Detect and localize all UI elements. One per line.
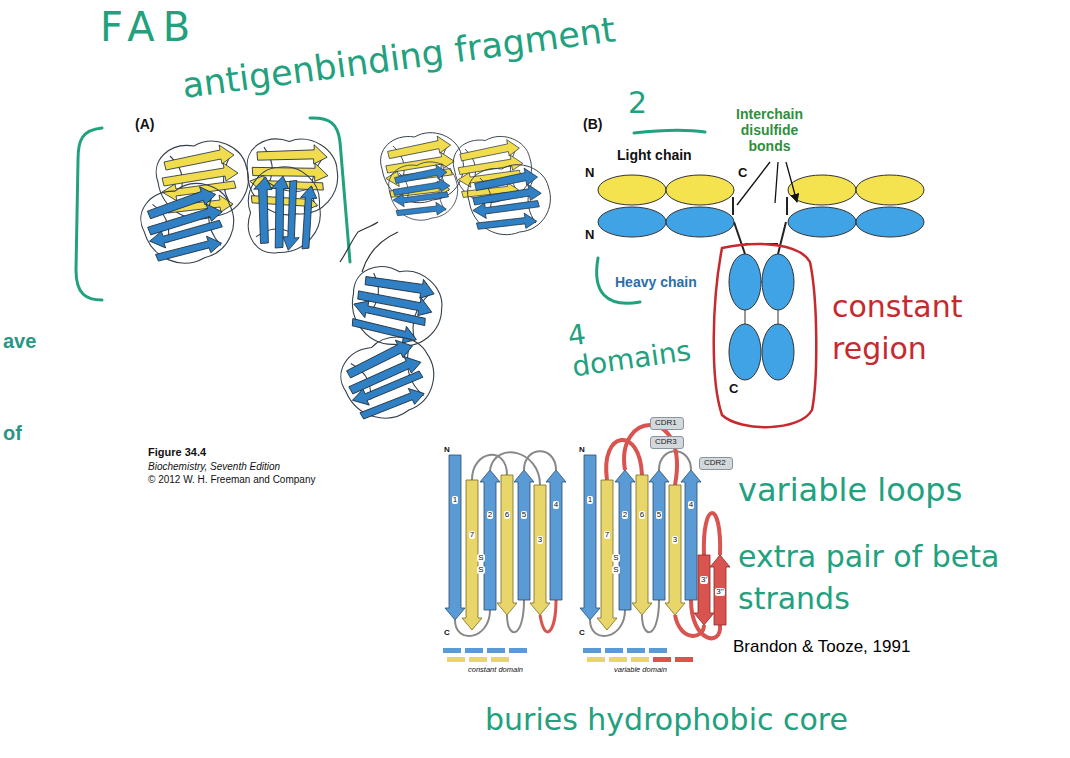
domain-caption: variable domain xyxy=(614,666,667,675)
panel-label: (A) xyxy=(135,116,154,132)
strand-terminus: C xyxy=(579,628,585,637)
handwritten-note: 4 domains xyxy=(566,304,703,383)
cdr-name: CDR3 xyxy=(651,437,683,448)
slide-fragment: ave xyxy=(3,330,36,353)
chain-terminus: C xyxy=(738,166,747,181)
disulfide-mark: S xyxy=(612,554,619,563)
cdr-name: CDR1 xyxy=(651,418,683,429)
chain-terminus: C xyxy=(729,382,738,397)
handwritten-note: antigenbinding fragment xyxy=(180,9,618,106)
disulfide-label: Interchain disulfide bonds xyxy=(722,106,817,154)
strand-number: 3'' xyxy=(715,588,725,597)
strand-number: 3' xyxy=(700,576,708,585)
strand-number: 2 xyxy=(622,511,628,520)
figure-caption: Biochemistry, Seventh Edition xyxy=(148,461,280,473)
handwritten-note: constant region xyxy=(832,286,1007,370)
credit-text: Brandon & Tooze, 1991 xyxy=(733,637,910,657)
strand-number: 1 xyxy=(587,496,593,505)
chain-label: Heavy chain xyxy=(615,274,697,290)
handwritten-note: variable loops xyxy=(738,472,962,509)
strand-terminus: N xyxy=(444,445,450,454)
panel-label: (B) xyxy=(583,116,602,132)
strand-number: 4 xyxy=(688,501,694,510)
domain-caption: constant domain xyxy=(468,666,523,675)
cdr-name: CDR2 xyxy=(700,458,732,469)
strand-number: 5 xyxy=(521,511,527,520)
strand-number: 6 xyxy=(639,511,645,520)
strand-number: 3 xyxy=(672,536,678,545)
handwritten-note: buries hydrophobic core xyxy=(485,703,848,738)
handwritten-note: extra pair of beta strands xyxy=(738,536,1048,620)
strand-number: 7 xyxy=(469,531,475,540)
strand-number: 1 xyxy=(452,496,458,505)
cdr-tag: CDR2 xyxy=(699,457,733,470)
strand-number: 2 xyxy=(487,511,493,520)
slide-fragment: of xyxy=(3,422,22,445)
strand-number: 6 xyxy=(504,511,510,520)
handwritten-note: 2 xyxy=(628,86,647,121)
strand-terminus: N xyxy=(579,445,585,454)
chain-label: Light chain xyxy=(617,147,692,163)
figure-caption: © 2012 W. H. Freeman and Company xyxy=(148,474,315,486)
strand-number: 7 xyxy=(604,531,610,540)
chain-terminus: N xyxy=(585,166,594,181)
cdr-tag: CDR3 xyxy=(650,436,684,449)
strand-number: 3 xyxy=(537,536,543,545)
disulfide-mark: S xyxy=(477,554,484,563)
strand-number: 5 xyxy=(656,511,662,520)
strand-number: 4 xyxy=(553,501,559,510)
disulfide-mark: S xyxy=(477,566,484,575)
chain-terminus: N xyxy=(585,228,594,243)
disulfide-mark: S xyxy=(612,566,619,575)
figure-caption: Figure 34.4 xyxy=(148,446,206,459)
handwritten-note: FAB xyxy=(100,4,198,50)
strand-terminus: C xyxy=(444,628,450,637)
cdr-tag: CDR1 xyxy=(650,417,684,430)
